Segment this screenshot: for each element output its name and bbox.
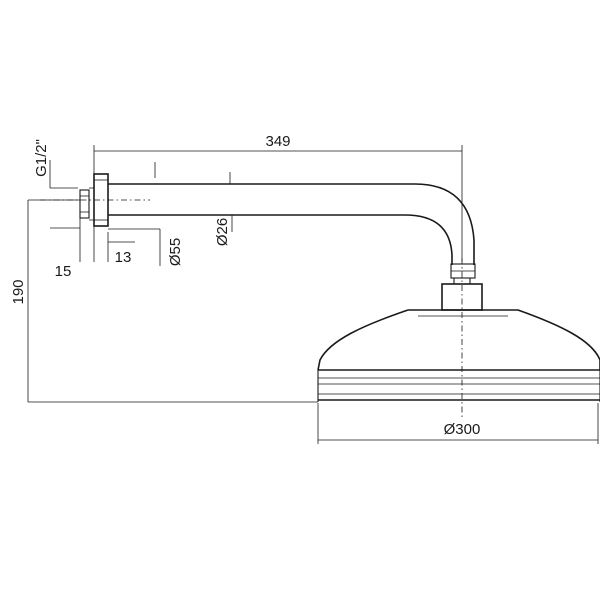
wall-connector [79,189,90,219]
swivel-nut [450,263,476,279]
dimension-190: 190 [10,199,318,403]
shower-head [317,309,600,402]
dim-label-15: 15 [55,263,72,280]
dim-label-o55: Ø55 [167,238,184,266]
dim-label-349: 349 [265,133,290,150]
dim-label-o300: Ø300 [444,421,481,438]
dimension-o26: Ø26 [214,215,233,246]
dimension-15: 15 [50,216,81,280]
dimension-13: 13 [93,226,135,266]
dimension-o300: Ø300 [317,403,599,444]
center-lines [40,199,463,420]
shower-arm [108,183,475,265]
dim-label-thread: G1/2" [33,139,50,177]
dim-label-190: 190 [10,279,27,304]
dim-label-o26: Ø26 [214,218,231,246]
dimension-349: 349 [93,133,463,262]
dim-label-13: 13 [115,249,132,266]
dimension-thread: G1/2" [33,139,231,189]
dimension-o55: Ø55 [108,228,184,266]
